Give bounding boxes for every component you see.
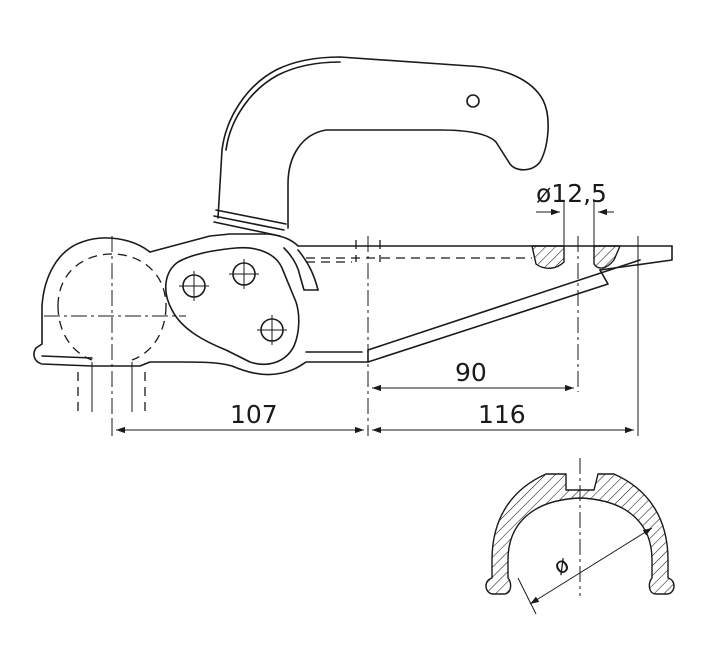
- hole-diameter-label: ø12,5: [536, 179, 607, 208]
- hole-diameter-dimension: ø12,5: [536, 179, 614, 246]
- section-diameter-symbol: ø: [549, 552, 574, 580]
- bolt-hole-3: [257, 315, 287, 345]
- flange-bolt-section: [531, 245, 621, 269]
- handle-pin-hole: [466, 94, 480, 108]
- dimension-107-label: 107: [230, 400, 278, 429]
- section-diameter-leader: [529, 527, 653, 605]
- dimension-107: 107: [116, 400, 364, 434]
- coupling-housing: [33, 233, 673, 376]
- coupling-handle: [213, 56, 549, 237]
- dimension-90: 90: [372, 358, 574, 392]
- dimension-90-label: 90: [455, 358, 487, 387]
- bolt-hole-1: [179, 271, 209, 301]
- dimension-116: 116: [372, 400, 634, 434]
- socket-section-view: ø: [485, 458, 675, 615]
- bolt-hole-2: [229, 259, 259, 289]
- tow-ball-hidden: [57, 253, 167, 412]
- dimension-116-label: 116: [478, 400, 526, 429]
